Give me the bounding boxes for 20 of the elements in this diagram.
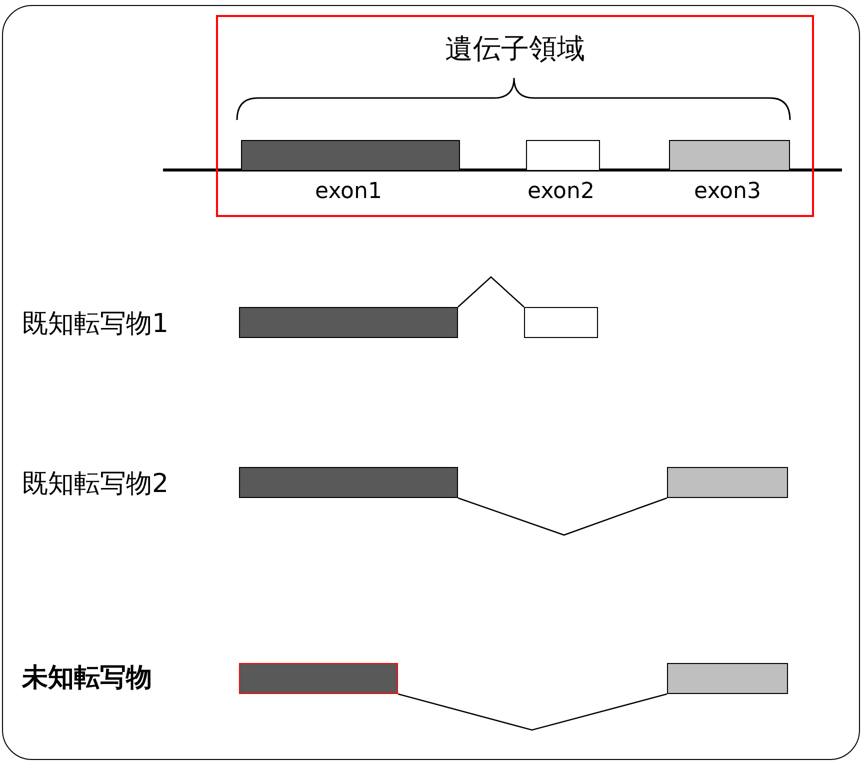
exon-box <box>239 663 398 694</box>
exon-box <box>667 663 788 694</box>
splice-line <box>458 497 668 536</box>
region-title: 遺伝子領域 <box>445 35 585 63</box>
exon-label: exon2 <box>526 181 596 203</box>
exon-box <box>239 307 458 338</box>
exon-box <box>524 307 598 338</box>
exon-box <box>239 467 458 498</box>
exon-box <box>526 140 600 171</box>
exon-box <box>669 140 790 171</box>
transcript-label: 既知転写物1 <box>22 308 169 341</box>
exon-label: exon3 <box>693 181 762 203</box>
transcript-label: 未知転写物 <box>22 662 152 695</box>
gene-region-box <box>216 15 814 217</box>
exon-box <box>241 140 460 171</box>
splice-line <box>398 693 668 731</box>
exon-box <box>667 467 788 498</box>
transcript-label: 既知転写物2 <box>22 468 169 501</box>
exon-label: exon1 <box>314 181 383 203</box>
splice-line <box>458 276 524 308</box>
